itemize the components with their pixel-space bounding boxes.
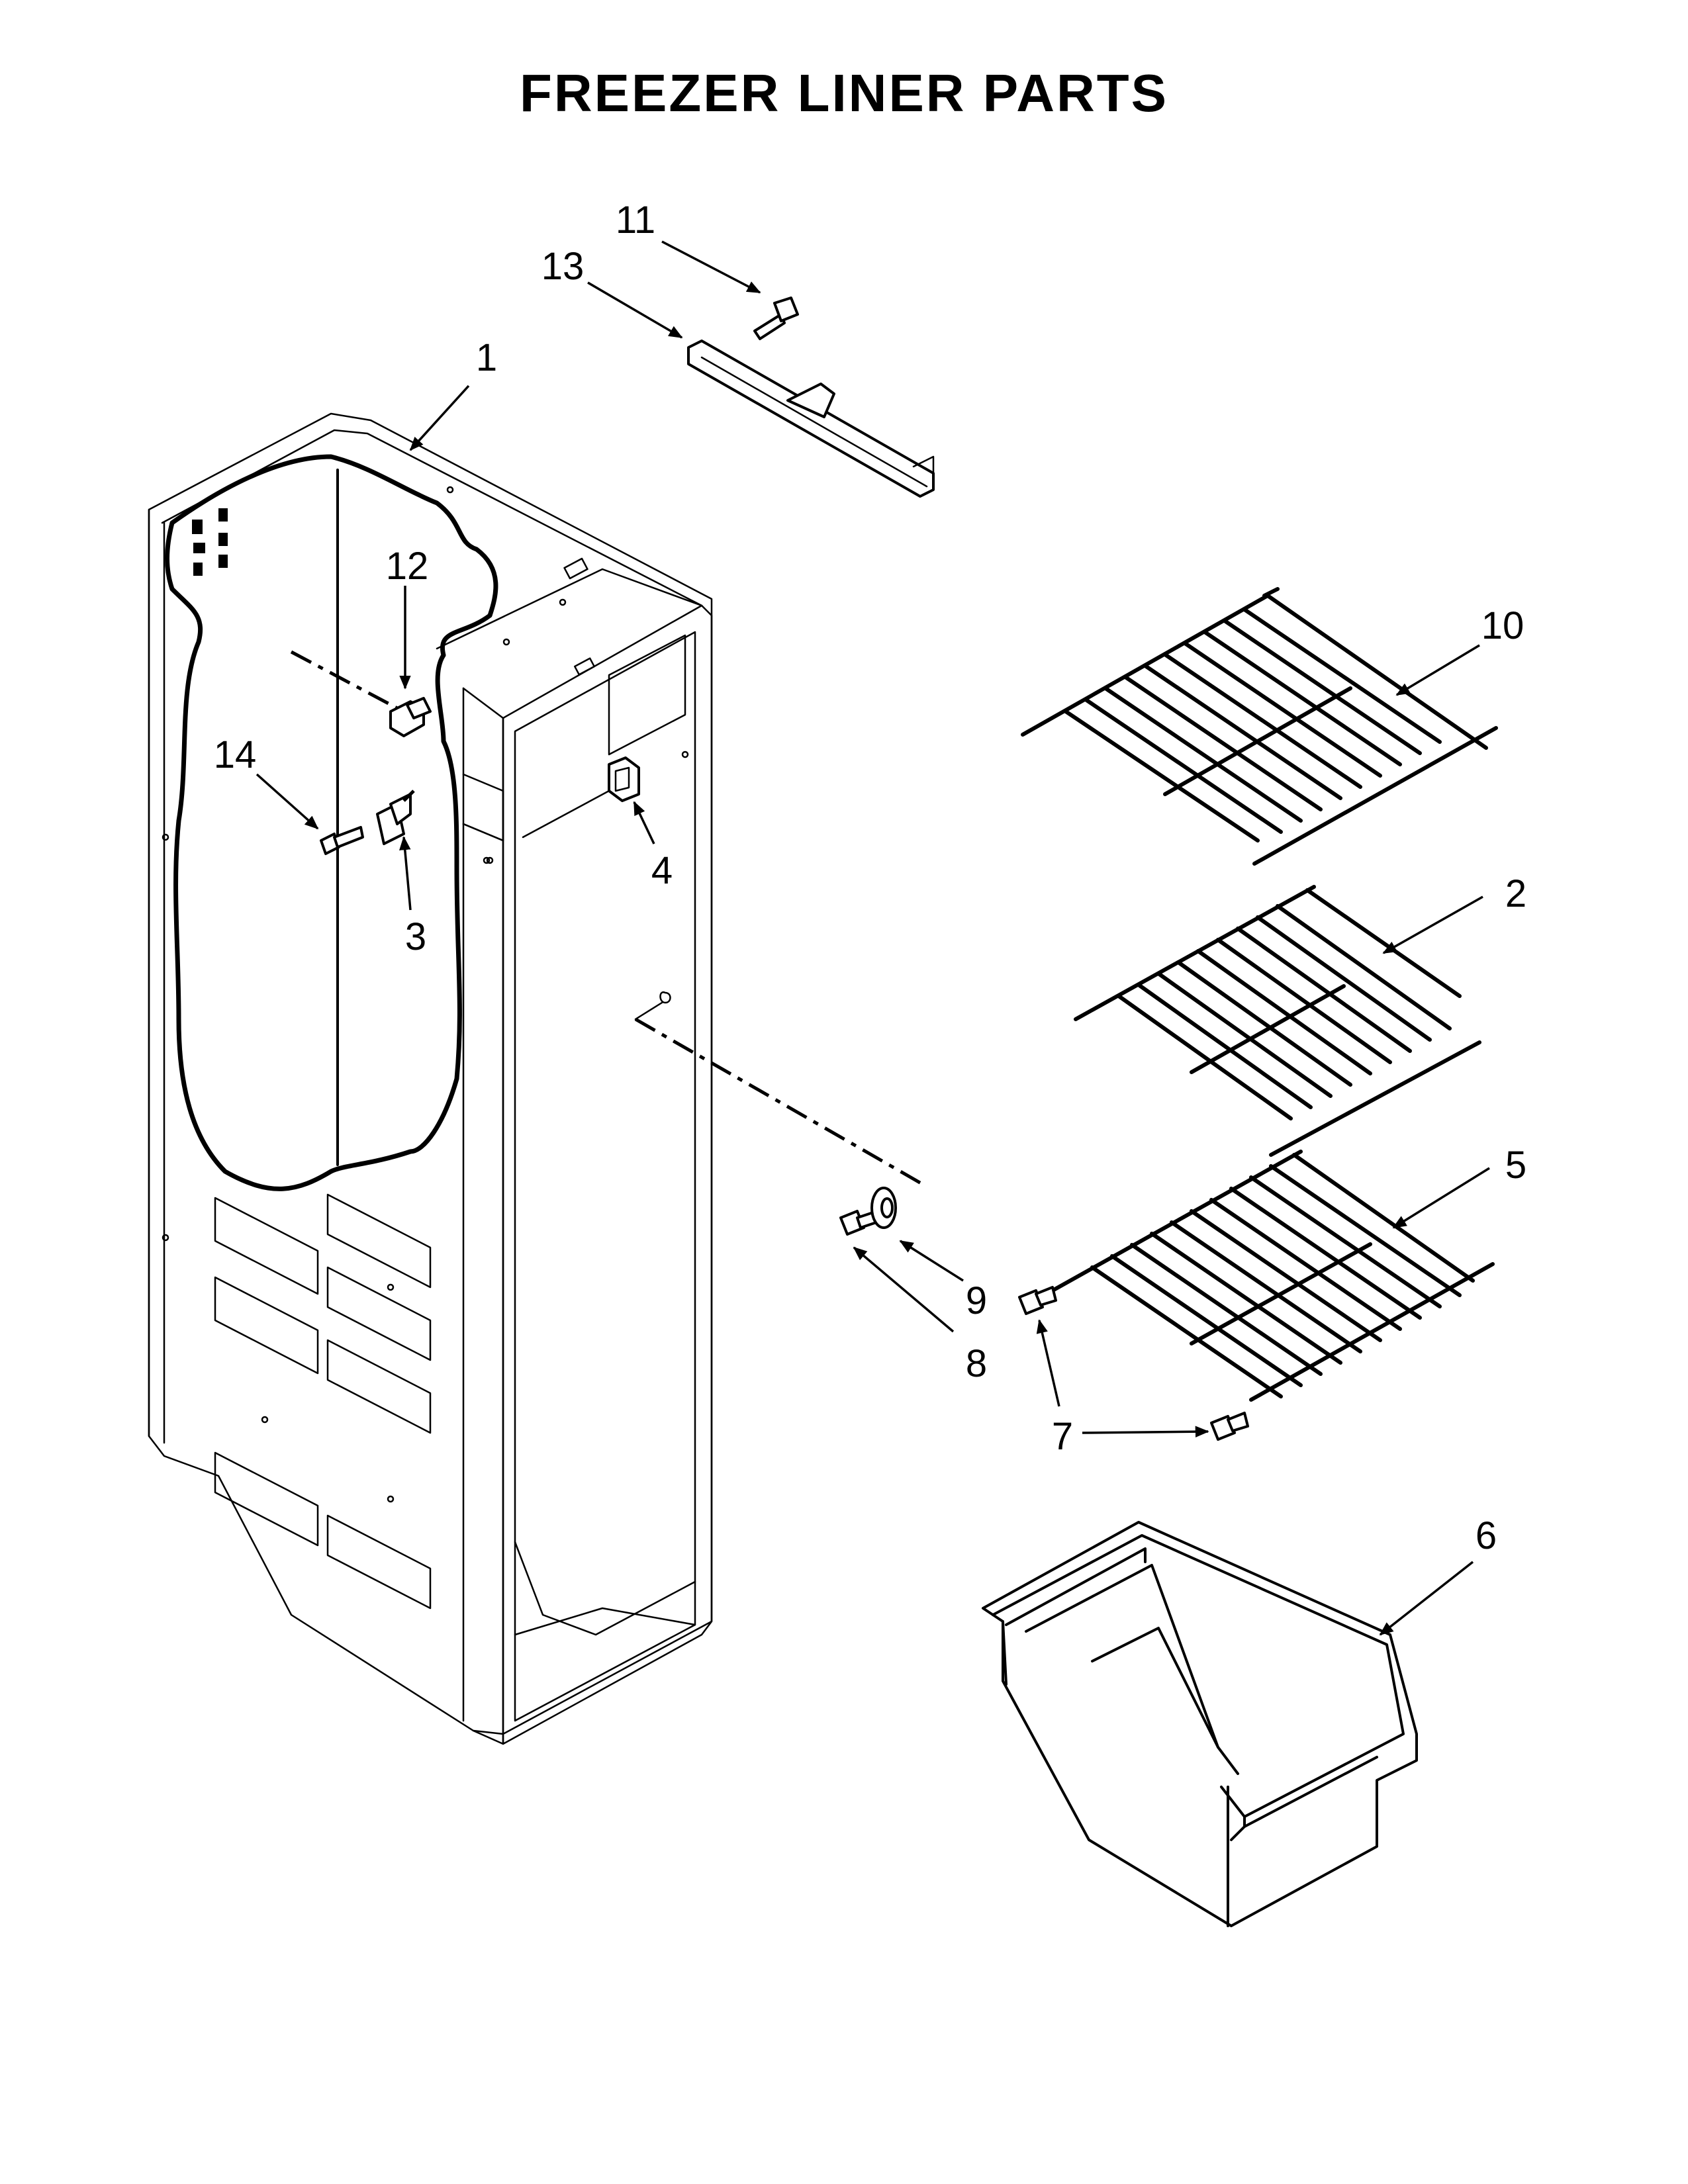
divider-rail-illustration [687,340,935,498]
callout-4: 4 [651,849,673,892]
callout-7: 7 [1052,1415,1073,1458]
liner-vent-panels [214,1193,432,1610]
callout-leaders [256,240,1490,1636]
callout-13: 13 [541,245,585,288]
assembly-line-4 [522,790,610,839]
mounting-hole-8 [659,991,671,1004]
rear-support-clip-illustration [389,697,432,737]
wire-shelf-5-illustration [1051,1150,1495,1402]
callout-3: 3 [405,915,426,958]
freezer-liner-illustration [148,412,713,1745]
callout-14: 14 [214,733,257,776]
assembly-line-8-9 [634,1017,925,1187]
page-title: FREEZER LINER PARTS [519,64,1168,122]
callout-9: 9 [966,1279,987,1322]
pivot-stud-right-illustration [1210,1412,1249,1441]
callout-labels: 11 13 1 12 14 3 4 10 2 5 9 8 7 6 [214,199,1526,1557]
callout-6: 6 [1476,1514,1497,1557]
shelf-support-bracket-illustration [376,793,412,845]
callout-11: 11 [616,199,655,242]
screw-14-illustration [320,826,364,855]
callout-10: 10 [1481,604,1524,647]
callout-5: 5 [1505,1144,1526,1187]
shelf-support-clip-illustration [608,756,640,802]
callout-1: 1 [476,336,497,379]
callout-12: 12 [386,545,429,588]
assembly-line-12 [290,650,399,710]
washer-spacer-illustration [870,1187,897,1229]
callout-8: 8 [966,1342,987,1385]
storage-bin-illustration [982,1521,1418,1927]
assembly-line-3 [402,790,415,802]
pivot-stud-left-illustration [1018,1286,1057,1315]
callout-2: 2 [1505,872,1526,915]
screw-11-illustration [753,296,799,340]
wire-shelf-10-illustration [1021,587,1498,866]
wire-shelf-2-illustration [1074,885,1481,1157]
